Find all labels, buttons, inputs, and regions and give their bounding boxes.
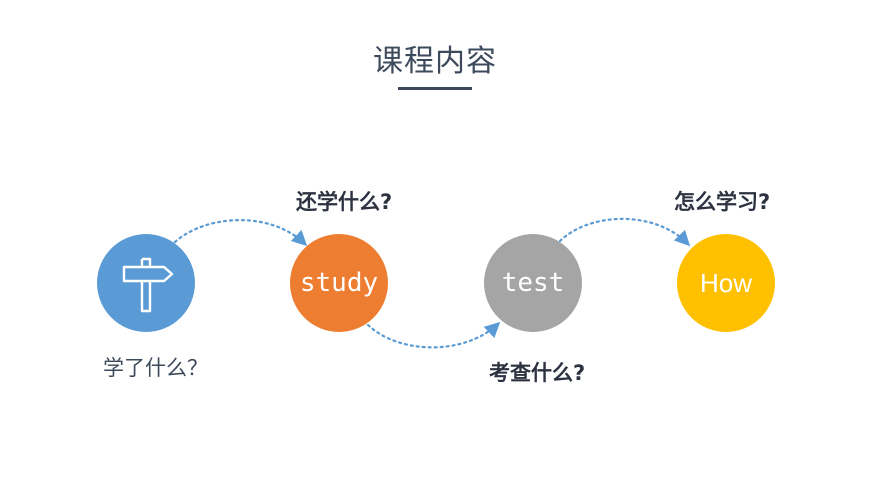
- step-1-circle: [97, 234, 195, 332]
- arrow-3-to-4: [558, 217, 691, 247]
- arrow-2-to-3: [366, 321, 501, 349]
- step-1-caption: 学了什么？: [103, 356, 208, 380]
- arrow-1-to-2: [173, 219, 308, 247]
- step-4-label: How: [699, 267, 752, 298]
- step-2-label: study: [299, 268, 379, 298]
- step-3-circle: test: [484, 234, 582, 332]
- step-3-label: test: [501, 268, 565, 298]
- page-title: 课程内容: [373, 44, 497, 79]
- signpost-icon: [122, 257, 174, 313]
- step-2-circle: study: [290, 234, 388, 332]
- step-4-circle: How: [677, 234, 775, 332]
- step-3-caption: 考查什么?: [489, 361, 586, 385]
- step-2-caption: 还学什么?: [296, 190, 393, 214]
- step-4-caption: 怎么学习?: [674, 190, 771, 214]
- title-underline: [398, 87, 472, 90]
